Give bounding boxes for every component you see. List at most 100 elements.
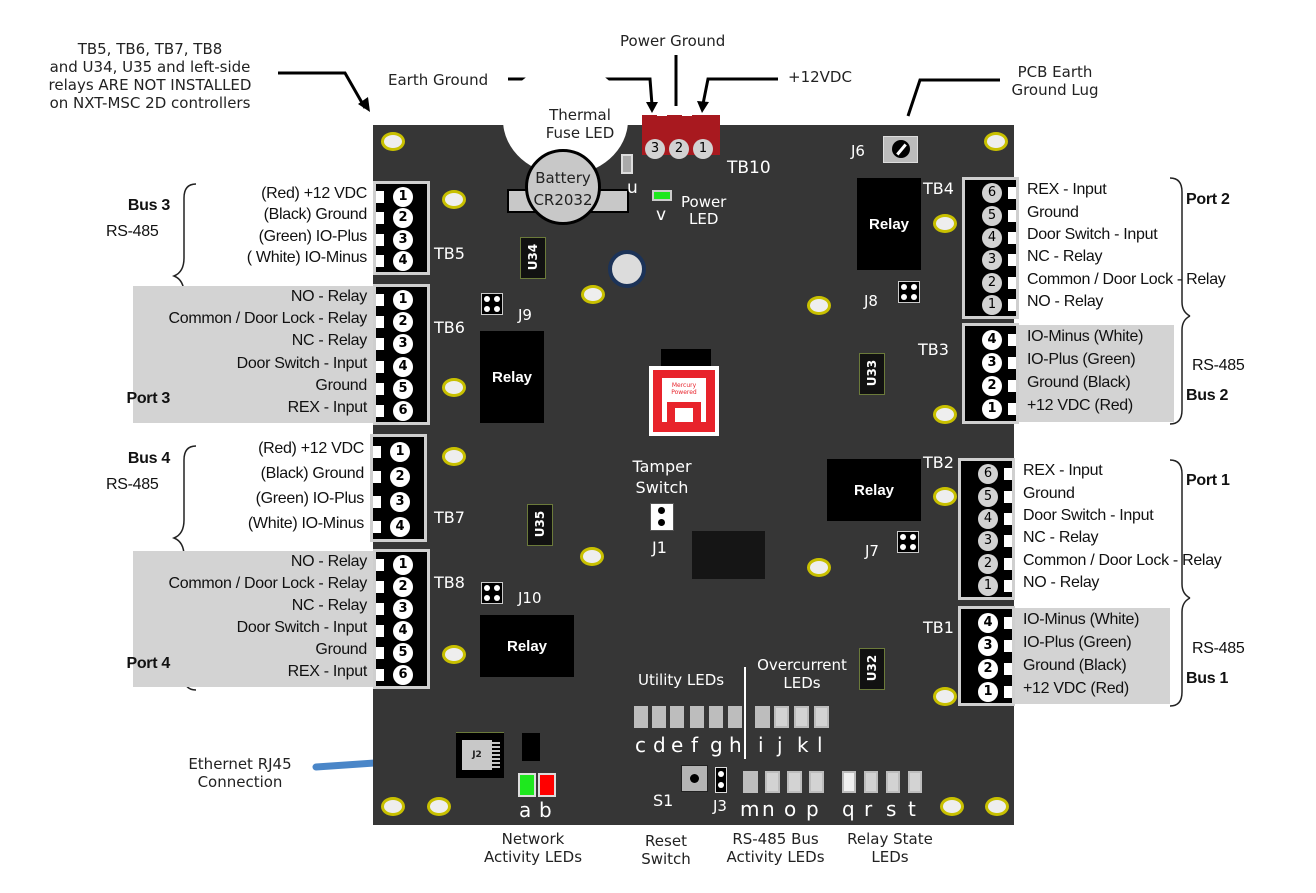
terminal-notch: [376, 360, 384, 373]
terminal-notch: [1004, 490, 1012, 503]
terminal-pin: 1: [393, 186, 413, 207]
j9-jumper[interactable]: [481, 293, 503, 315]
terminal-pin: 1: [982, 294, 1002, 315]
pin-label: (Red) +12 VDC: [258, 439, 364, 457]
rs485-label: RS-485: [1192, 357, 1245, 374]
pin-label: Common / Door Lock - Relay: [1023, 551, 1222, 569]
relay-port4: Relay: [480, 615, 574, 677]
terminal-pin: 2: [393, 312, 413, 333]
brace-port1: [1169, 459, 1191, 599]
tb-label-tb8: TB8: [434, 573, 465, 592]
j1-tamper-switch[interactable]: [650, 503, 674, 531]
led-letter-i: i: [758, 733, 764, 757]
pin-label-list-tb7: (Red) +12 VDC(Black) Ground(Green) IO-Pl…: [130, 436, 370, 540]
callout-line: Switch: [641, 850, 691, 868]
rj45-ethernet-jack[interactable]: J2: [456, 732, 504, 778]
terminal-notch: [1004, 685, 1012, 698]
terminal-pin: 5: [978, 486, 998, 507]
terminal-notch: [1004, 557, 1012, 570]
pin-dot: [658, 507, 665, 514]
terminal-notch: [373, 445, 381, 458]
j10-jumper[interactable]: [481, 582, 503, 604]
led-group-divider: [744, 667, 746, 759]
callout-line: LED: [688, 210, 719, 228]
group-label-port-3: Port 3: [126, 390, 170, 407]
mounting-hole: [442, 447, 466, 466]
pin-label-list-tb1: IO-Minus (White)IO-Plus (Green)Ground (B…: [1015, 608, 1170, 704]
terminal-pin: 4: [982, 329, 1002, 350]
pin-label: (Black) Ground: [263, 206, 368, 224]
j10-label: J10: [518, 589, 542, 607]
tamper-switch-label: Tamper Switch: [622, 456, 702, 498]
terminal-notch: [1008, 231, 1016, 244]
pin-label: NC - Relay: [291, 332, 368, 350]
overcurrent-led-l: [814, 706, 829, 728]
callout-line: Network: [501, 830, 565, 848]
brace-bus2: [1169, 315, 1191, 425]
pin-label: (Green) IO-Plus: [255, 489, 365, 507]
pin-label: NC - Relay: [1027, 248, 1103, 266]
callout-line: Tamper: [632, 457, 692, 476]
relay-port1: Relay: [827, 459, 921, 521]
rj45-contacts: [492, 742, 500, 768]
terminal-pin: 1: [978, 575, 998, 596]
pin-label: REX - Input: [1027, 181, 1107, 199]
overcurrent-led-i: [755, 706, 770, 728]
j2-label: J2: [462, 740, 492, 770]
battery-label: Battery: [535, 169, 591, 187]
overcurrent-leds-label: Overcurrent LEDs: [752, 656, 852, 692]
terminal-notch: [1008, 187, 1016, 200]
led-letter-p: p: [806, 797, 819, 821]
mounting-hole: [427, 797, 451, 816]
s1-reset-switch[interactable]: [681, 765, 708, 792]
terminal-pin: 3: [393, 229, 413, 250]
j7-jumper[interactable]: [897, 531, 919, 553]
pin-label: REX - Input: [1023, 462, 1103, 480]
utility-led-c: [634, 706, 648, 728]
terminal-pin: 4: [393, 621, 413, 641]
terminal-notch: [682, 110, 692, 116]
mounting-hole: [381, 797, 405, 816]
pin-label: Door Switch - Input: [236, 619, 368, 636]
tb10-pin: 1: [693, 139, 713, 159]
pin-label: Common / Door Lock - Relay: [168, 310, 368, 328]
terminal-pin: 1: [390, 441, 410, 462]
battery-cr2032: Battery CR2032: [525, 149, 601, 225]
mounting-hole: [807, 296, 831, 315]
brace-bus1: [1169, 597, 1191, 707]
led-letter-k: k: [797, 733, 809, 757]
pin-dot: [658, 519, 665, 526]
terminal-notch: [376, 625, 384, 637]
chip-label: U35: [533, 510, 547, 538]
led-letter-n: n: [762, 797, 775, 821]
mercury-powered-logo: Mercury Powered: [649, 366, 719, 436]
terminal-pin: 2: [982, 376, 1002, 397]
tb10-power-terminal: 3 2 1: [642, 110, 720, 159]
rs485-led-o: [787, 771, 802, 793]
callout-line: Relay State: [847, 830, 933, 848]
logo-line: Mercury: [671, 382, 697, 389]
pin-label-list-tb3: IO-Minus (White)IO-Plus (Green)Ground (B…: [1019, 325, 1174, 422]
terminal-pin: 2: [393, 577, 413, 597]
j8-jumper[interactable]: [898, 281, 920, 303]
callout-line: Fuse LED: [545, 124, 615, 142]
pin-label: REX - Input: [287, 663, 368, 680]
terminal-pin: 1: [393, 555, 413, 575]
note-line: on NXT-MSC 2D controllers: [49, 94, 251, 112]
terminal-notch: [1004, 616, 1012, 629]
u34-chip: U34: [520, 237, 546, 279]
terminal-notch: [376, 669, 384, 681]
terminal-notch: [376, 382, 384, 395]
rs485-label: RS-485: [106, 476, 159, 493]
mounting-hole: [933, 214, 957, 233]
callout-line: PCB Earth: [1017, 63, 1093, 81]
j8-label: J8: [864, 292, 878, 310]
callout-line: RS-485 Bus: [732, 830, 819, 848]
utility-led-e: [670, 706, 684, 728]
terminal-notch: [376, 647, 384, 659]
j3-jumper[interactable]: [715, 767, 727, 793]
led-letter-l: l: [817, 733, 823, 757]
reset-switch-label: Reset Switch: [633, 832, 699, 868]
